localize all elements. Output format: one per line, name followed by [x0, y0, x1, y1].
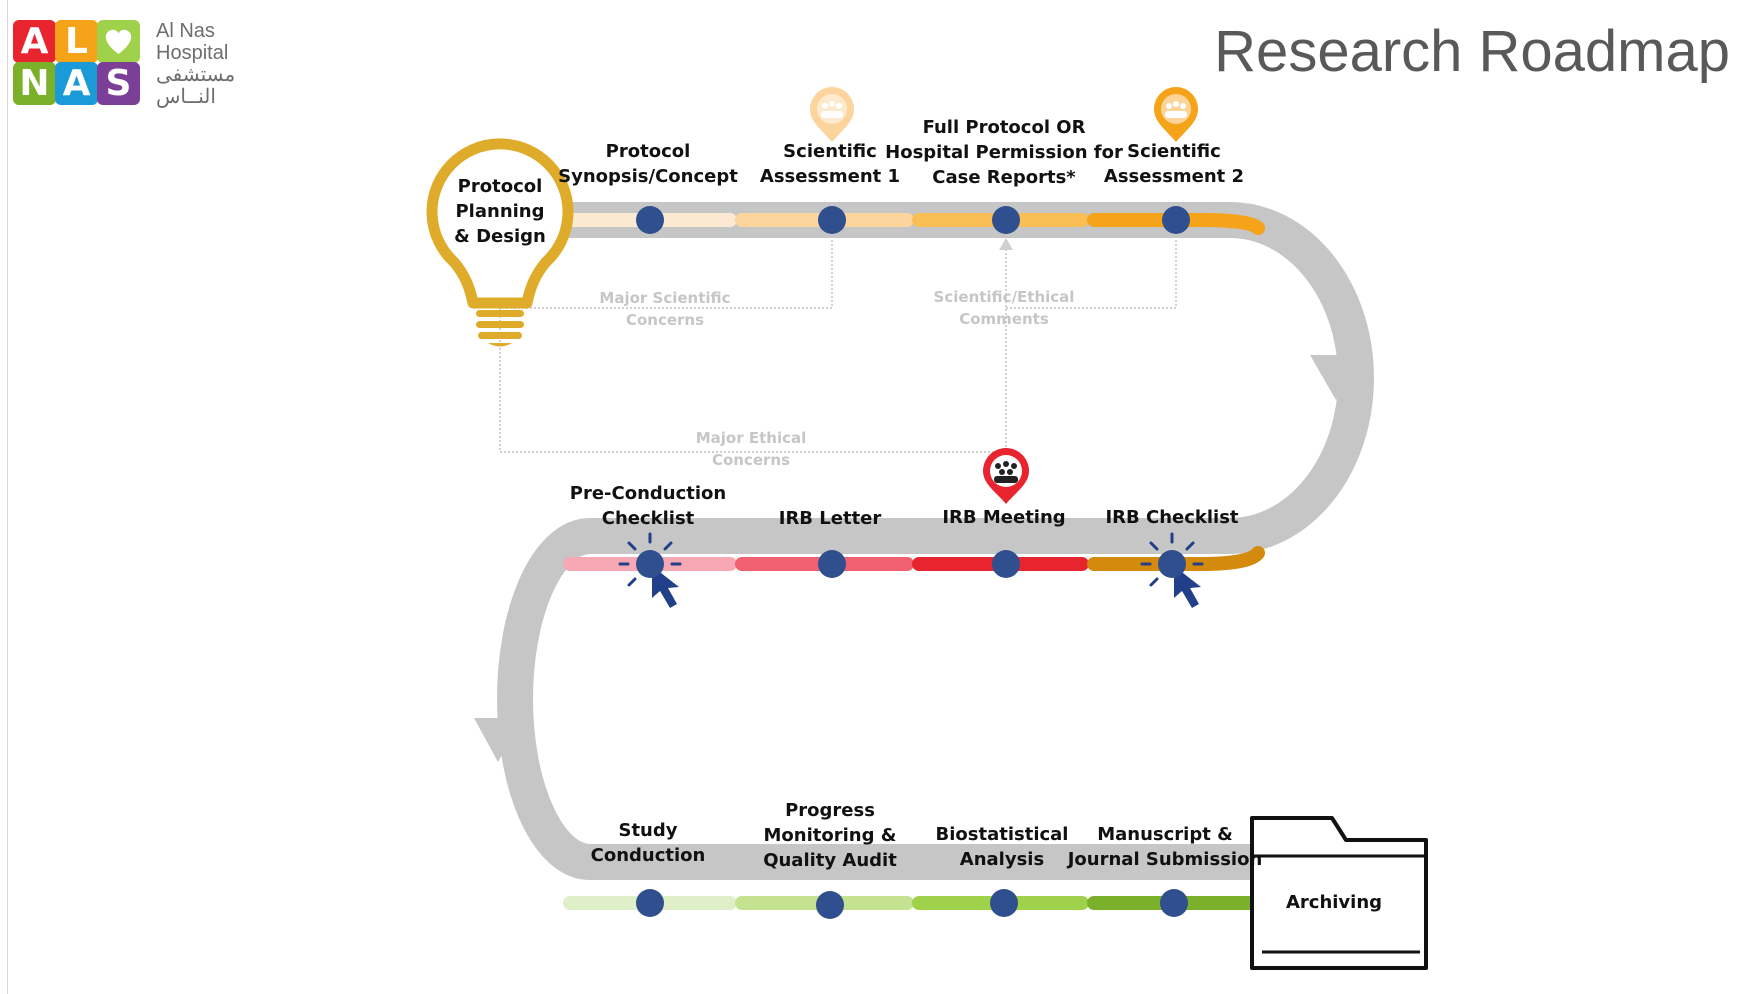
note-line: Concerns [625, 311, 705, 329]
logo-line-1: Al Nas [156, 20, 215, 42]
feedback-arrowhead-protocol [999, 238, 1013, 250]
step-label-study-conduction: Study Conduction [591, 818, 706, 868]
step-label-line: Biostatistical [935, 824, 1069, 845]
left-border [7, 0, 8, 994]
step-label-line: Full Protocol OR [922, 117, 1086, 138]
node-irb-checklist[interactable] [1158, 550, 1186, 578]
node-study-conduction[interactable] [636, 889, 664, 917]
step-label-line: Synopsis/Concept [558, 166, 738, 187]
logo-line-2: Hospital [156, 42, 229, 64]
logo-tile-n: N [13, 62, 56, 105]
step-label-line: Journal Submission [1067, 849, 1263, 870]
node-protocol-synopsis[interactable] [636, 206, 664, 234]
start-label-line: Protocol [457, 176, 543, 197]
start-label-line: & Design [454, 226, 546, 247]
note-major-scientific-concerns: Major Scientific Concerns [599, 287, 730, 331]
node-scientific-assessment-1[interactable] [818, 206, 846, 234]
step-label-line: IRB Checklist [1105, 507, 1239, 528]
step-label-protocol-synopsis: Protocol Synopsis/Concept [558, 139, 738, 189]
step-label-progress-monitoring: Progress Monitoring & Quality Audit [763, 798, 897, 873]
node-biostatistical-analysis[interactable] [990, 889, 1018, 917]
al-nas-hospital-logo: A L N A S Al Nas Hospital مستشفى النــاس [13, 20, 243, 115]
logo-tile-l: L [55, 20, 98, 63]
step-label-line: Assessment 1 [759, 166, 901, 187]
logo-heart-tile [97, 20, 140, 63]
step-label-line: Scientific [1127, 141, 1221, 162]
step-label-line: Scientific [783, 141, 877, 162]
road-path [497, 202, 1374, 880]
note-scientific-ethical-comments: Scientific/Ethical Comments [934, 286, 1075, 330]
step-label-line: Analysis [959, 849, 1045, 870]
pin-icon-scientific-1 [810, 87, 854, 142]
node-full-protocol[interactable] [992, 206, 1020, 234]
note-line: Comments [959, 310, 1049, 328]
group-people-icon [1165, 101, 1187, 118]
road-arrow-left [474, 718, 522, 762]
click-cursor-icon-irb-checklist [1140, 532, 1204, 608]
step-label-scientific-assessment-1: Scientific Assessment 1 [760, 139, 900, 189]
step-label-line: Progress [785, 800, 875, 821]
logo-tile-a: A [13, 20, 56, 63]
click-cursor-icon-pre-conduction [618, 532, 682, 608]
node-progress-monitoring[interactable] [816, 891, 844, 919]
logo-wordmark: Al Nas Hospital مستشفى النــاس [156, 20, 235, 108]
node-scientific-assessment-2[interactable] [1162, 206, 1190, 234]
step-label-biostatistical-analysis: Biostatistical Analysis [936, 822, 1069, 872]
step-label-pre-conduction-checklist: Pre-Conduction Checklist [570, 481, 726, 531]
segments-row-2 [563, 546, 1265, 571]
segment-r1-4 [1087, 213, 1265, 235]
step-label-line: IRB Letter [778, 508, 882, 529]
note-major-ethical-concerns: Major Ethical Concerns [696, 427, 807, 471]
step-label-line: Case Reports* [932, 167, 1076, 188]
node-irb-letter[interactable] [818, 550, 846, 578]
end-label-archiving: Archiving [1285, 892, 1383, 913]
step-label-line: Checklist [601, 508, 695, 529]
step-label-irb-meeting: IRB Meeting [942, 505, 1065, 530]
step-label-line: Assessment 2 [1103, 166, 1245, 187]
group-people-icon [821, 101, 843, 118]
pin-icon-scientific-2 [1154, 87, 1198, 142]
start-label-line: Planning [455, 201, 545, 222]
pin-icon-irb-meeting [983, 448, 1029, 504]
feedback-lines [499, 232, 1177, 455]
step-label-line: Protocol [605, 141, 691, 162]
feedback-line-scientific-1 [500, 232, 833, 309]
node-irb-meeting[interactable] [992, 550, 1020, 578]
step-nodes [636, 206, 1190, 919]
note-line: Major Ethical [695, 429, 807, 447]
node-manuscript-submission[interactable] [1160, 889, 1188, 917]
step-label-full-protocol: Full Protocol OR Hospital Permission for… [885, 115, 1123, 190]
step-label-irb-checklist: IRB Checklist [1105, 505, 1238, 530]
feedback-line-scientific-2 [1006, 232, 1177, 309]
step-label-line: Monitoring & [763, 825, 897, 846]
page-title: Research Roadmap [1214, 19, 1730, 84]
logo-line-4: النــاس [156, 86, 216, 108]
step-label-irb-letter: IRB Letter [779, 506, 882, 531]
note-line: Scientific/Ethical [933, 288, 1075, 306]
feedback-line-ethical [499, 272, 1006, 453]
logo-tile-s: S [97, 62, 140, 105]
step-label-line: Manuscript & [1097, 824, 1233, 845]
step-label-line: IRB Meeting [942, 507, 1066, 528]
note-line: Major Scientific [599, 289, 731, 307]
logo-tile-a2: A [55, 62, 98, 105]
step-label-line: Pre-Conduction [569, 483, 727, 504]
heart-icon [105, 29, 132, 54]
group-people-icon [994, 461, 1018, 483]
road-arrow-right [1310, 355, 1362, 400]
step-label-line: Conduction [590, 845, 706, 866]
lightbulb-icon [426, 138, 574, 347]
start-label: Protocol Planning & Design [454, 174, 546, 249]
step-label-line: Hospital Permission for [885, 142, 1123, 163]
note-line: Concerns [711, 451, 791, 469]
step-label-manuscript-submission: Manuscript & Journal Submission [1068, 822, 1263, 872]
step-label-line: Quality Audit [763, 850, 897, 871]
step-label-scientific-assessment-2: Scientific Assessment 2 [1104, 139, 1244, 189]
node-pre-conduction-checklist[interactable] [636, 550, 664, 578]
folder-icon [1250, 816, 1428, 970]
logo-line-3: مستشفى [156, 64, 236, 86]
step-label-line: Study [618, 820, 678, 841]
